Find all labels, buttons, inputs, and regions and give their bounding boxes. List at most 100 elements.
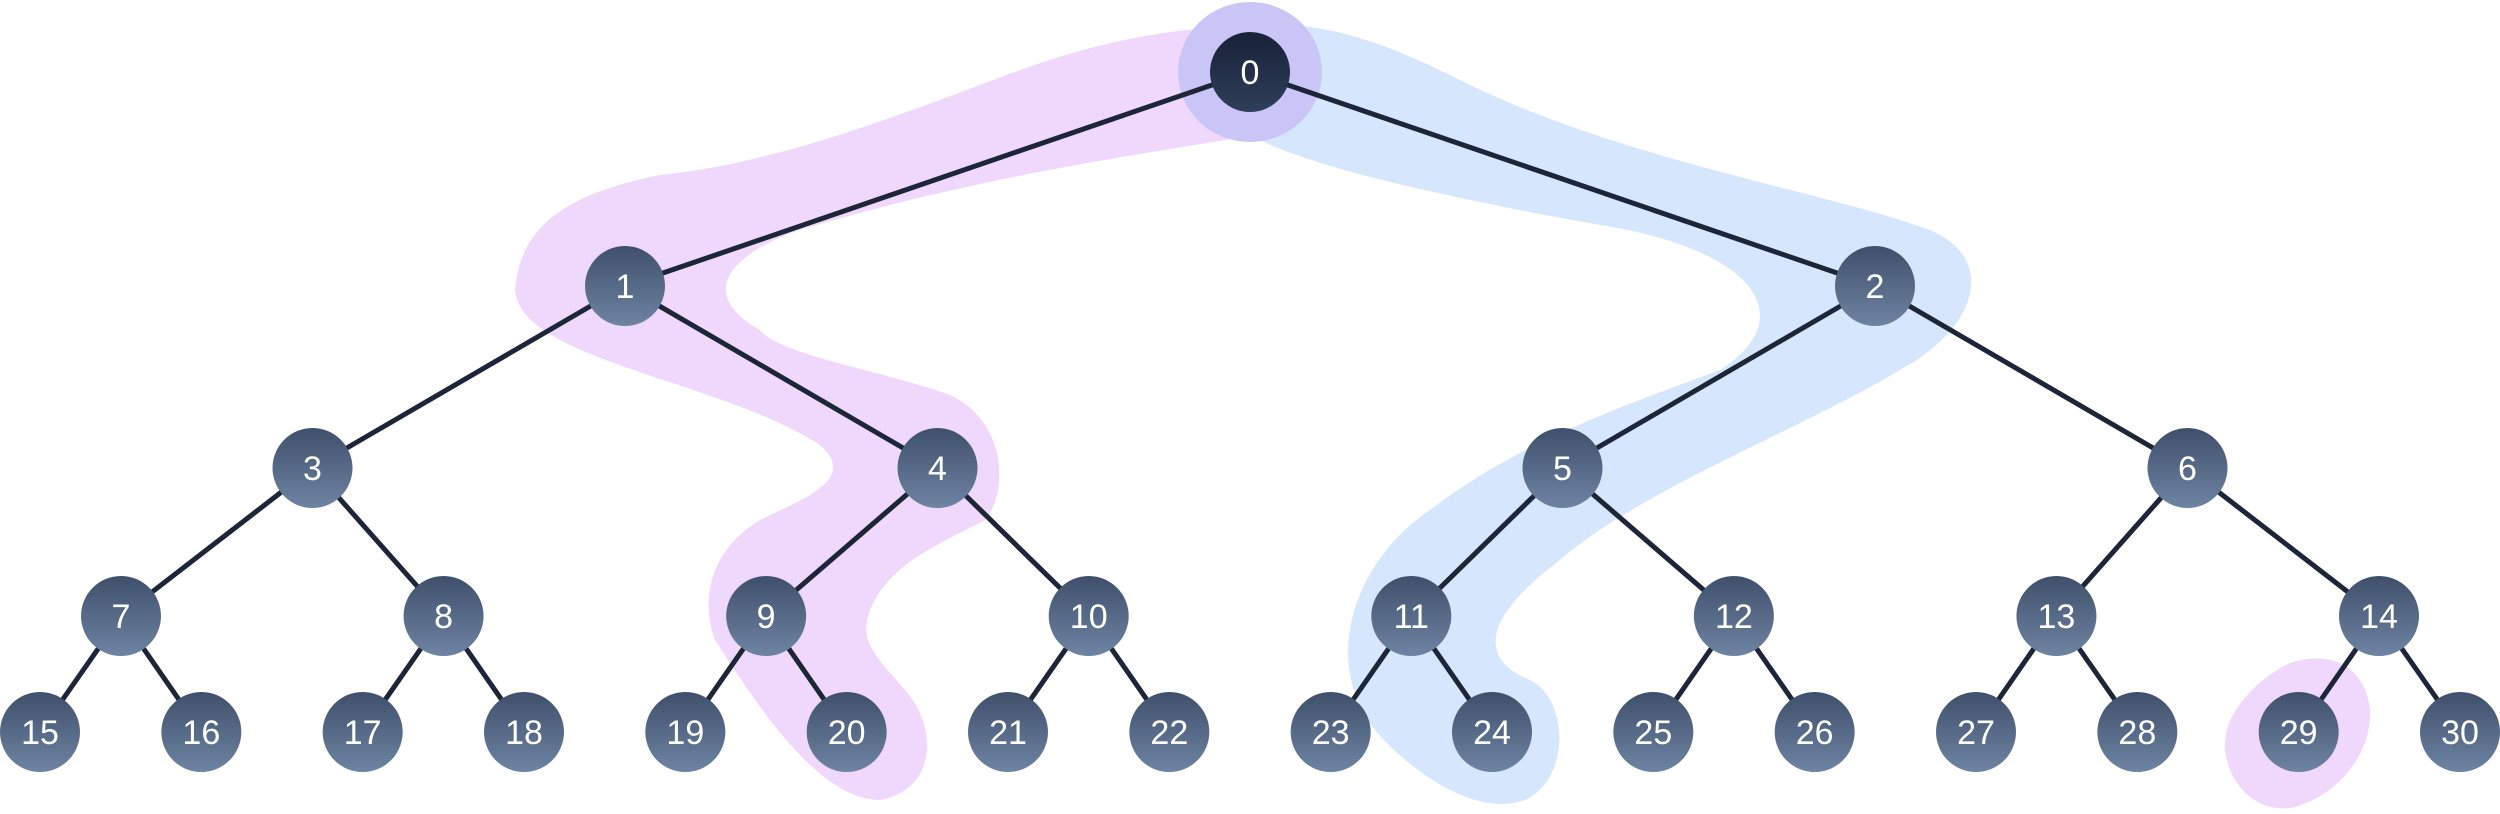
node-label: 6 [2178,450,2197,488]
tree-node-6: 6 [2147,428,2228,508]
node-circle [272,428,353,508]
tree-node-24: 24 [1452,692,1532,772]
node-circle [2258,692,2339,772]
node-circle [585,246,665,326]
node-label: 23 [1312,714,1350,752]
tree-node-15: 15 [0,692,80,772]
node-label: 2 [1866,268,1885,306]
node-label: 22 [1150,714,1188,752]
tree-node-22: 22 [1129,692,1210,772]
node-circle [1290,692,1371,772]
tree-node-0: 0 [1210,32,1290,112]
tree-node-11: 11 [1371,576,1452,656]
tree-node-14: 14 [2339,576,2419,656]
node-circle [2147,428,2228,508]
edge-1-3 [310,283,628,471]
node-label: 12 [1715,598,1753,636]
node-label: 15 [21,714,59,752]
node-label: 18 [505,714,543,752]
edges [37,69,2463,735]
tree-node-23: 23 [1290,692,1371,772]
node-circle [1522,428,1603,508]
tree-node-29: 29 [2258,692,2339,772]
tree-node-18: 18 [484,692,564,772]
node-circle [0,692,80,772]
node-label: 29 [2280,714,2318,752]
edge-6-14 [2185,465,2382,619]
tree-node-19: 19 [645,692,726,772]
node-circle [1693,576,1774,656]
node-label: 26 [1796,714,1834,752]
node-circle [484,692,564,772]
node-circle [1210,32,1290,112]
node-label: 0 [1241,54,1260,92]
edge-3-7 [118,465,315,619]
node-label: 17 [344,714,382,752]
node-label: 24 [1473,714,1511,752]
tree-node-9: 9 [726,576,807,656]
highlight-path-to-20 [515,25,1294,800]
edge-0-2 [1247,69,1878,289]
node-label: 21 [989,714,1027,752]
node-circle [726,576,807,656]
tree-node-17: 17 [322,692,403,772]
node-label: 19 [666,714,704,752]
node-circle [1129,692,1210,772]
tree-node-26: 26 [1774,692,1855,772]
node-circle [403,576,484,656]
highlight-path-to-24 [1206,24,1972,804]
tree-node-10: 10 [1048,576,1129,656]
node-label: 14 [2360,598,2398,636]
tree-node-28: 28 [2097,692,2178,772]
node-circle [968,692,1048,772]
tree-node-30: 30 [2420,692,2500,772]
node-label: 13 [2038,598,2076,636]
node-circle [322,692,403,772]
node-circle [806,692,887,772]
tree-node-3: 3 [272,428,353,508]
node-label: 30 [2441,714,2479,752]
tree-node-20: 20 [806,692,887,772]
node-circle [1048,576,1129,656]
edge-2-5 [1560,283,1878,471]
node-circle [2420,692,2500,772]
node-circle [161,692,242,772]
node-circle [1936,692,2016,772]
node-label: 5 [1553,450,1572,488]
node-label: 16 [182,714,220,752]
node-circle [1613,692,1694,772]
tree-node-21: 21 [968,692,1048,772]
tree-node-5: 5 [1522,428,1603,508]
node-label: 3 [303,450,322,488]
node-label: 20 [828,714,866,752]
node-circle [2339,576,2419,656]
tree-node-8: 8 [403,576,484,656]
node-label: 1 [616,268,635,306]
node-circle [1452,692,1532,772]
node-circle [1835,246,1915,326]
tree-node-25: 25 [1613,692,1694,772]
node-circle [2097,692,2178,772]
edge-2-6 [1872,283,2190,471]
node-circle [897,428,978,508]
node-label: 25 [1634,714,1672,752]
node-circle [1774,692,1855,772]
node-label: 9 [757,598,776,636]
tree-node-4: 4 [897,428,978,508]
tree-node-16: 16 [161,692,242,772]
edge-0-1 [622,69,1253,289]
node-label: 8 [434,598,453,636]
node-label: 4 [928,450,947,488]
node-label: 10 [1070,598,1108,636]
tree-node-13: 13 [2016,576,2097,656]
tree-node-2: 2 [1835,246,1915,326]
path-highlights [515,2,2371,809]
node-circle [1371,576,1452,656]
tree-node-12: 12 [1693,576,1774,656]
tree-node-27: 27 [1936,692,2016,772]
node-label: 27 [1957,714,1995,752]
node-label: 28 [2118,714,2156,752]
tree-node-7: 7 [81,576,161,656]
